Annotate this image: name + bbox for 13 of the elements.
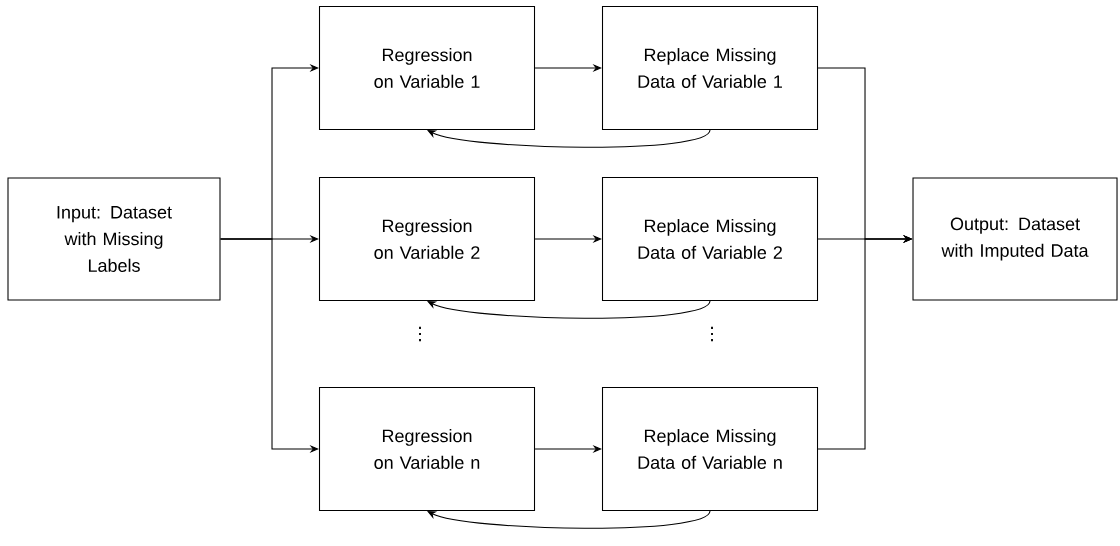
input-box: Input: Dataset with Missing Labels xyxy=(7,177,221,301)
process-box: Regression on Variable 2 xyxy=(318,176,536,302)
ellipsis-mark: ⋮ xyxy=(419,326,421,342)
process-box: Replace Missing Data of Variable 1 xyxy=(601,5,819,131)
feedback-arrow xyxy=(427,129,711,148)
ellipsis-mark: ⋮ xyxy=(711,326,713,342)
feedback-arrow xyxy=(427,300,711,319)
output-box: Output: Dataset with Imputed Data xyxy=(912,177,1118,301)
process-box: Replace Missing Data of Variable 2 xyxy=(601,176,819,302)
feedback-arrow xyxy=(427,510,711,529)
process-box: Replace Missing Data of Variable n xyxy=(601,386,819,512)
process-box: Regression on Variable n xyxy=(318,386,536,512)
process-box: Regression on Variable 1 xyxy=(318,5,536,131)
